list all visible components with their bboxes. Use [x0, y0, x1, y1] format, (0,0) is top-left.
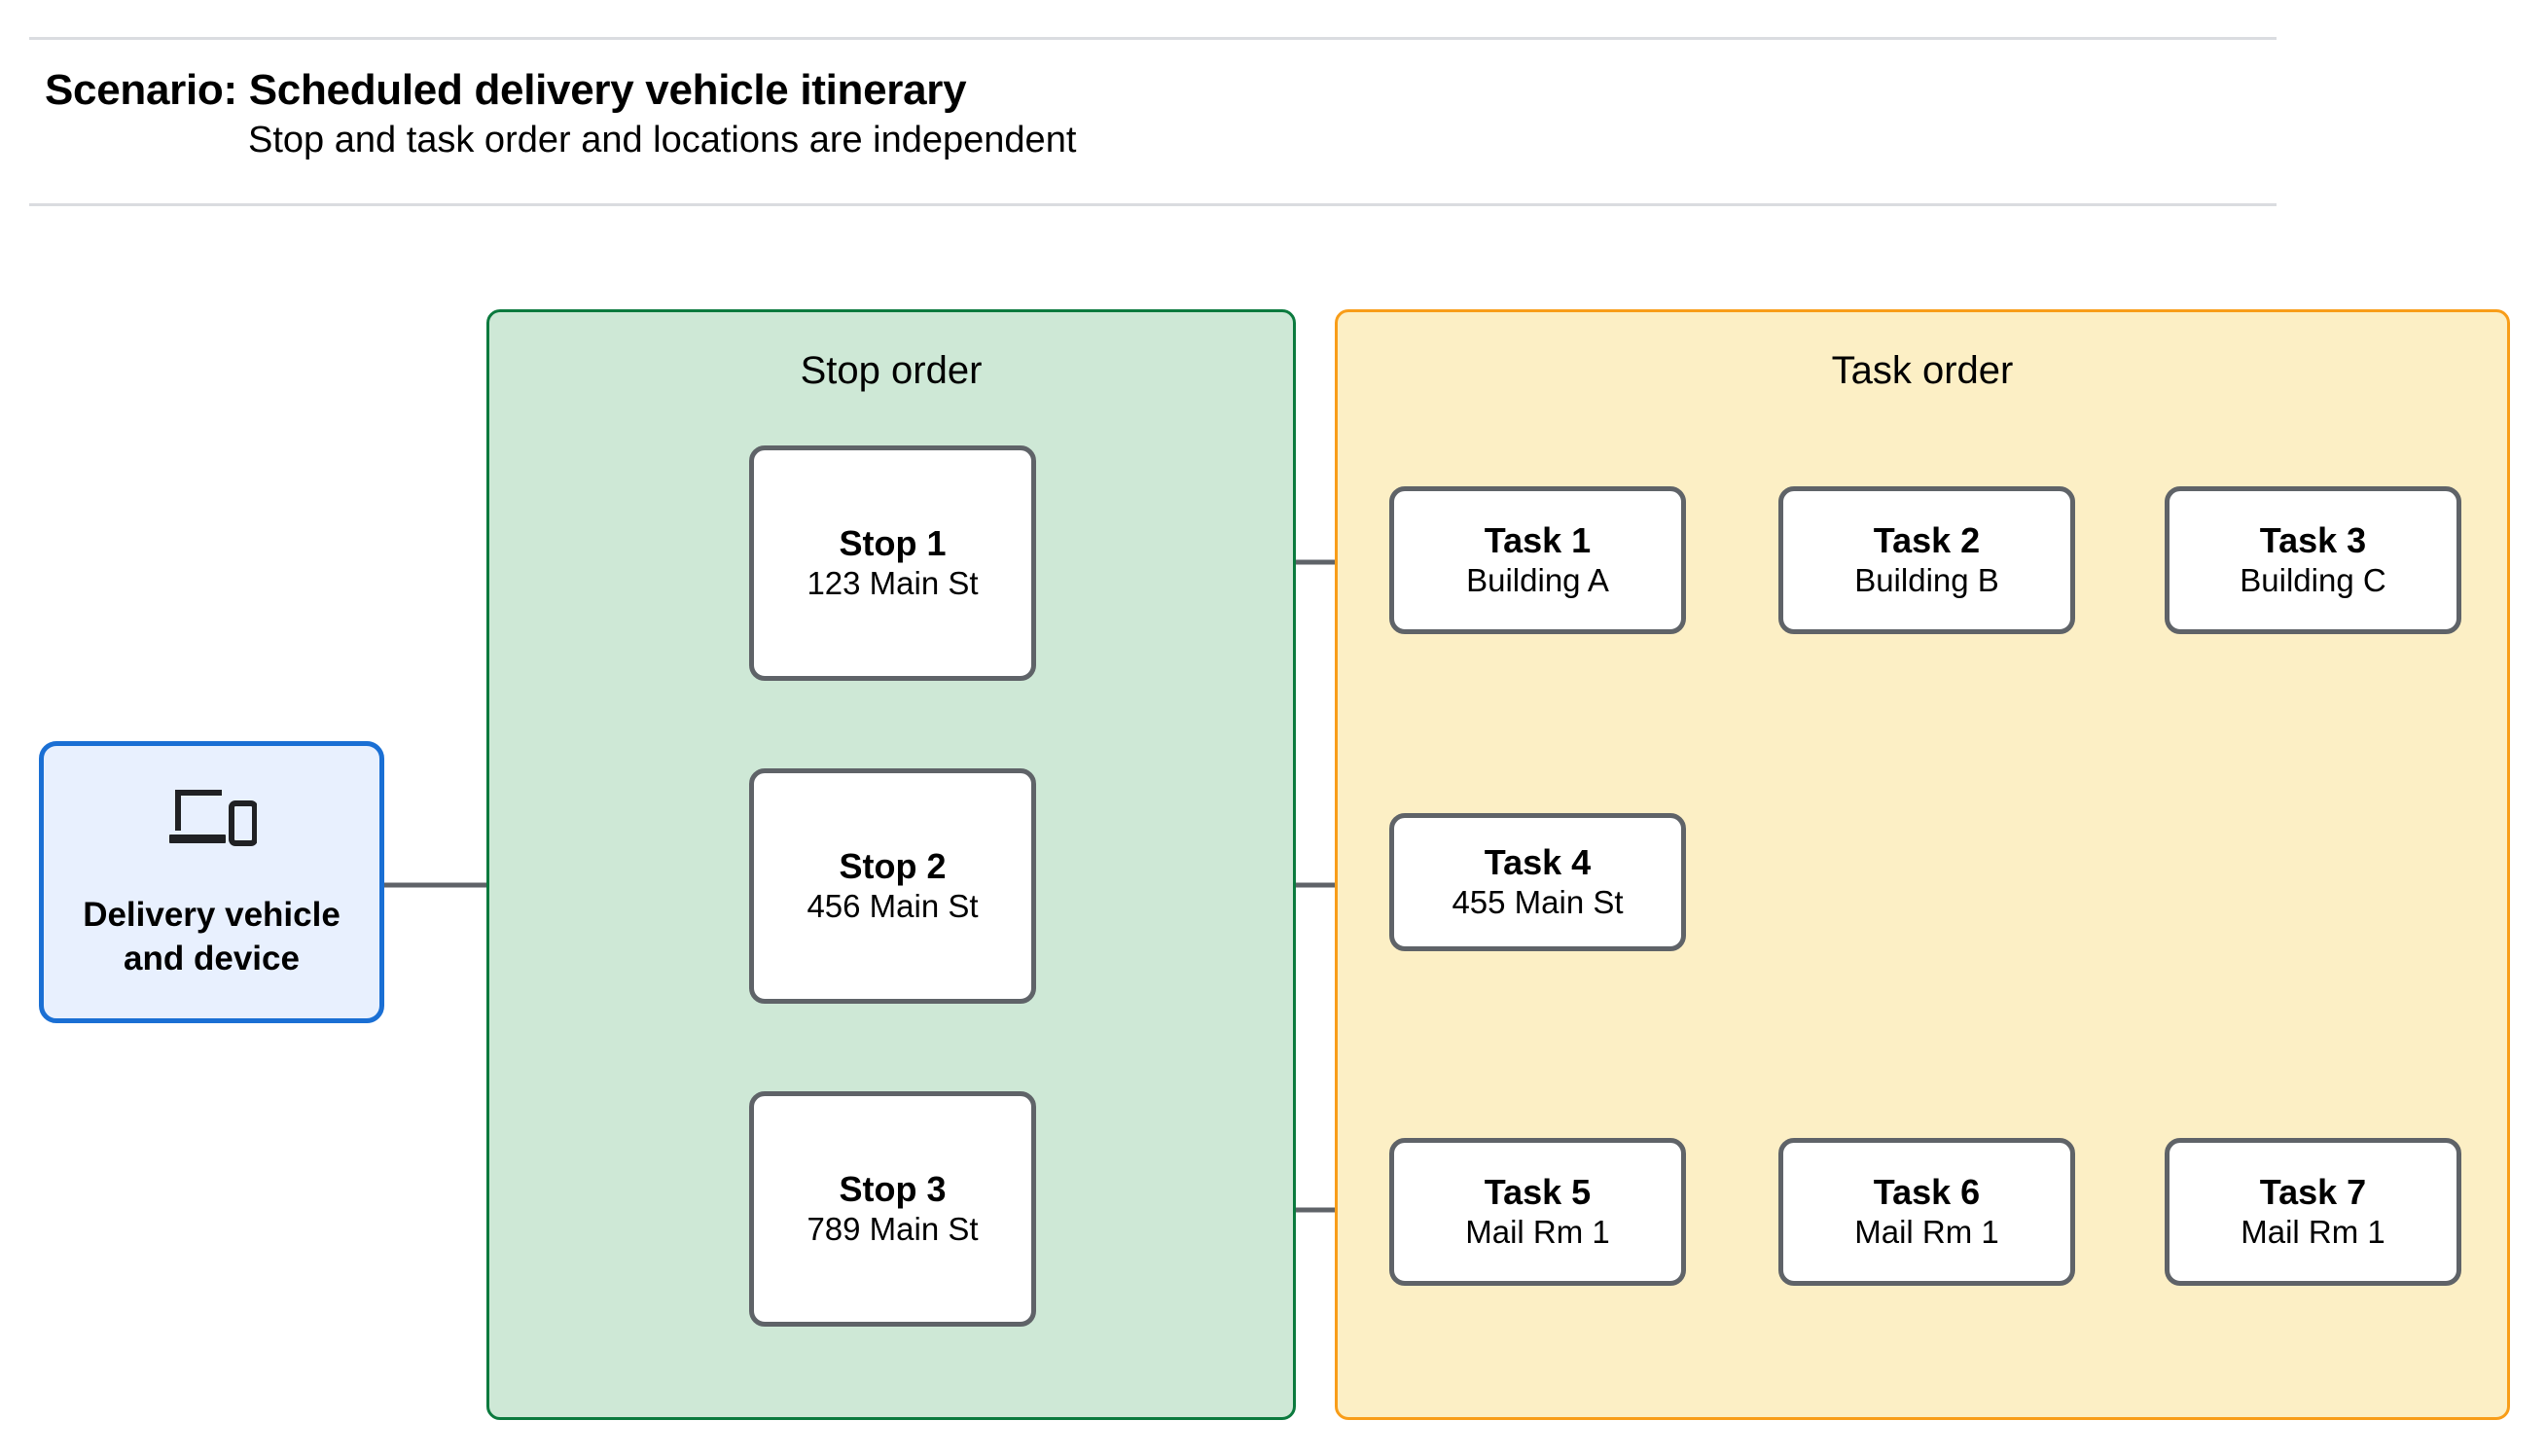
page-title: Scenario: Scheduled delivery vehicle iti… — [45, 66, 967, 114]
task-node-2[interactable]: Task 2 Building B — [1778, 486, 2075, 634]
task-node-7-title: Task 7 — [2259, 1172, 2367, 1213]
stop-node-1-title: Stop 1 — [839, 523, 947, 564]
task-node-7-location: Mail Rm 1 — [2241, 1213, 2385, 1250]
task-order-panel-title: Task order — [1831, 349, 2014, 392]
stop-node-3[interactable]: Stop 3 789 Main St — [749, 1091, 1036, 1327]
task-node-7[interactable]: Task 7 Mail Rm 1 — [2165, 1138, 2461, 1286]
page-subtitle: Stop and task order and locations are in… — [248, 120, 1077, 160]
delivery-vehicle-label-line-1: Delivery vehicle — [83, 895, 341, 934]
task-node-2-location: Building B — [1854, 561, 1999, 598]
task-node-3-location: Building C — [2240, 561, 2386, 598]
task-node-1-title: Task 1 — [1484, 520, 1592, 561]
task-node-6[interactable]: Task 6 Mail Rm 1 — [1778, 1138, 2075, 1286]
stop-node-1[interactable]: Stop 1 123 Main St — [749, 445, 1036, 681]
header-divider-bottom — [29, 203, 2277, 206]
task-node-6-title: Task 6 — [1873, 1172, 1981, 1213]
task-node-1-location: Building A — [1466, 561, 1609, 598]
laptop-and-phone-icon — [168, 789, 257, 846]
stop-node-3-title: Stop 3 — [839, 1169, 947, 1210]
stop-node-2-title: Stop 2 — [839, 846, 947, 887]
stop-order-panel-title: Stop order — [800, 349, 983, 392]
task-node-5-location: Mail Rm 1 — [1465, 1213, 1610, 1250]
task-node-5[interactable]: Task 5 Mail Rm 1 — [1389, 1138, 1686, 1286]
stop-node-2-address: 456 Main St — [807, 887, 979, 924]
task-node-1[interactable]: Task 1 Building A — [1389, 486, 1686, 634]
task-node-5-title: Task 5 — [1484, 1172, 1592, 1213]
delivery-vehicle-label-line-2: and device — [124, 940, 300, 977]
delivery-vehicle-label: Delivery vehicle and device — [83, 893, 341, 981]
stop-node-2[interactable]: Stop 2 456 Main St — [749, 768, 1036, 1004]
delivery-vehicle-node[interactable]: Delivery vehicle and device — [39, 741, 384, 1023]
task-node-3-title: Task 3 — [2259, 520, 2367, 561]
task-node-2-title: Task 2 — [1873, 520, 1981, 561]
stop-node-3-address: 789 Main St — [807, 1210, 979, 1247]
task-node-6-location: Mail Rm 1 — [1854, 1213, 1999, 1250]
header-divider-top — [29, 37, 2277, 40]
task-node-4-location: 455 Main St — [1452, 883, 1624, 920]
stop-node-1-address: 123 Main St — [807, 564, 979, 601]
task-node-4[interactable]: Task 4 455 Main St — [1389, 813, 1686, 951]
task-node-4-title: Task 4 — [1484, 842, 1592, 883]
task-node-3[interactable]: Task 3 Building C — [2165, 486, 2461, 634]
